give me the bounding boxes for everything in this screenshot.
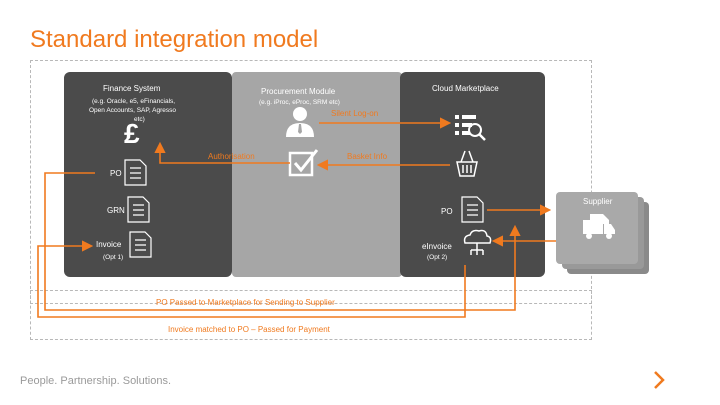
procurement-subtitle: (e.g. iProc, eProc, SRM etc) [259,99,340,106]
basket-icon [456,150,478,177]
finance-po-label: PO [110,169,122,178]
finance-system-title: Finance System [103,84,161,93]
finance-subtitle-3: etc) [134,116,145,123]
marketplace-einvoice-note: (Opt 2) [427,254,448,261]
marketplace-po-label: PO [441,207,453,216]
pound-icon: £ [124,118,140,149]
invoice-matched-label: Invoice matched to PO – Passed for Payme… [168,325,330,334]
finance-invoice-note: (Opt 1) [103,254,124,261]
checkbox-icon [288,149,319,177]
marketplace-einvoice-label: eInvoice [422,242,452,251]
finance-invoice-label: Invoice [96,240,122,249]
page-title: Standard integration model [30,26,319,53]
marketplace-title: Cloud Marketplace [432,84,499,93]
authorisation-label: Authorisation [208,152,255,161]
finance-grn-document-icon [127,196,150,223]
finance-grn-label: GRN [107,206,125,215]
finance-po-document-icon [124,159,147,186]
page-number: 6 [672,376,679,388]
finance-subtitle-1: (e.g. Oracle, e5, eFinancials, [92,98,176,105]
user-icon [286,107,314,137]
procurement-module-panel [232,72,402,277]
catalogue-search-icon [455,115,486,141]
cloud-network-icon [463,229,492,255]
footer-tagline: People. Partnership. Solutions. [20,375,172,387]
outer-frame-top [30,60,592,304]
procurement-title: Procurement Module [261,87,336,96]
po-passed-label: PO Passed to Marketplace for Sending to … [156,298,335,307]
supplier-label: Supplier [583,197,613,206]
flow-arrows [37,117,556,318]
finance-invoice-document-icon [129,231,152,258]
delivery-truck-icon [583,220,615,239]
finance-subtitle-2: Open Accounts, SAP, Agresso [89,107,176,114]
outer-frame-bottom [30,290,592,340]
chevron-right-icon [654,371,665,389]
basket-info-label: Basket Info [347,152,388,161]
marketplace-po-document-icon [461,196,484,223]
single-log-on-label: Silent Log-on [331,109,379,118]
